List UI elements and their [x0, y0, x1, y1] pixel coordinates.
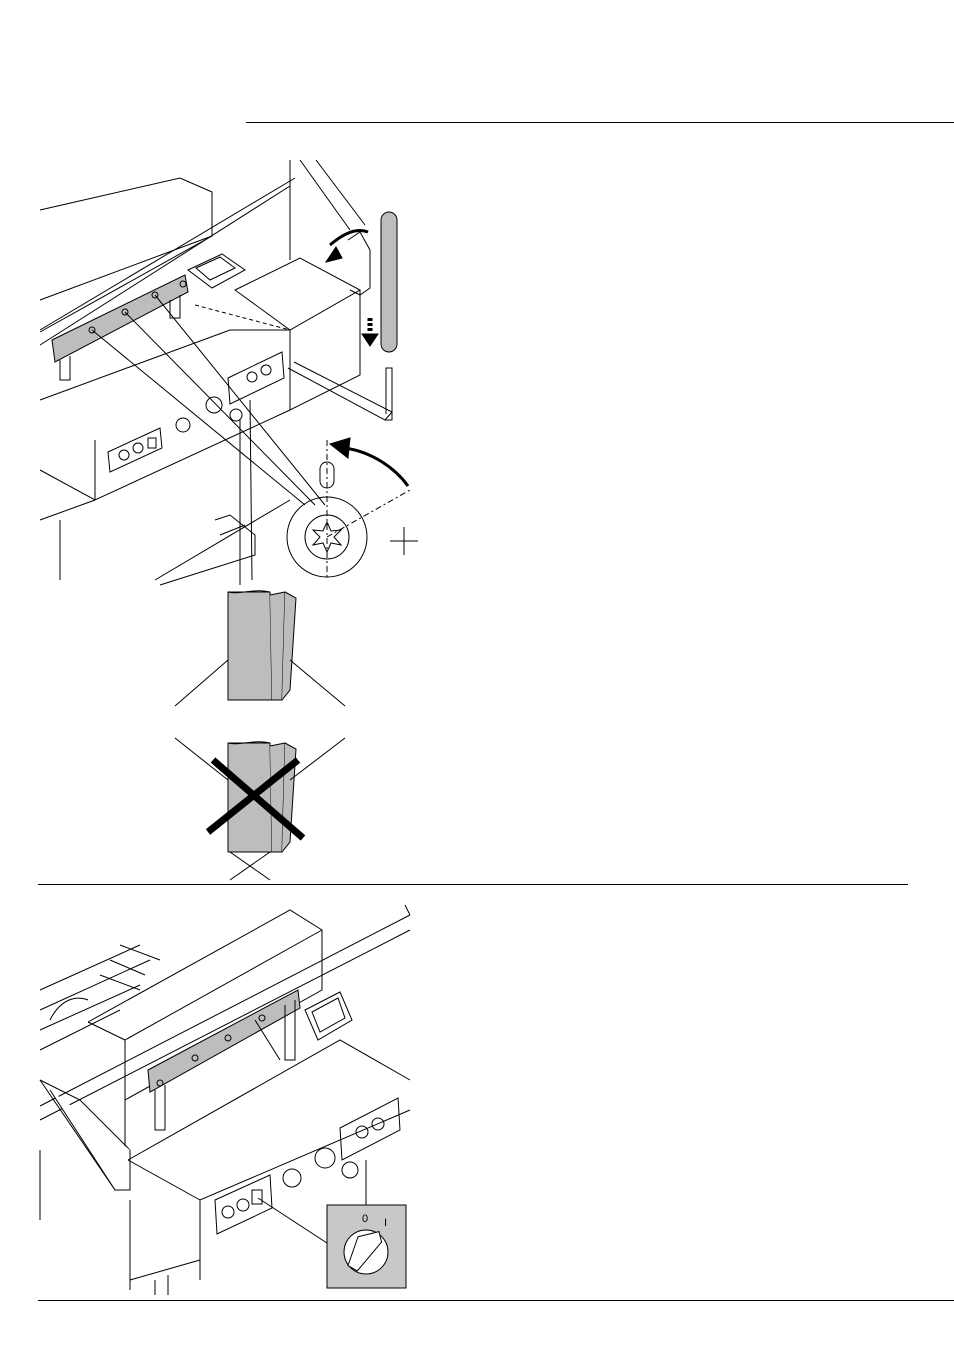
switch-off-label: 0: [362, 1213, 368, 1225]
knife-adjust-illustration: [40, 160, 418, 585]
blade-correct-illustration: [175, 591, 345, 706]
rotary-switch-icon: 0 I: [327, 1205, 406, 1288]
blade-wrong-illustration: [175, 738, 345, 880]
switch-on-label: I: [384, 1217, 387, 1229]
